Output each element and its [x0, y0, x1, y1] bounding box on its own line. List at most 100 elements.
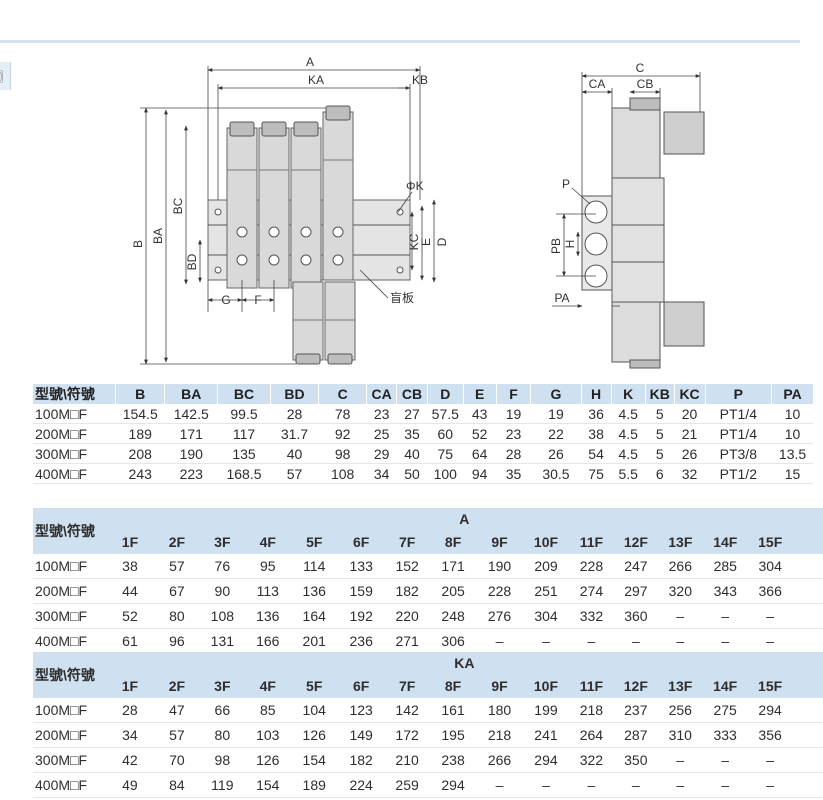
table-cell: 248	[429, 603, 477, 629]
table-cell: 38	[580, 423, 611, 444]
label-h: H	[563, 240, 577, 249]
label-kc: KC	[407, 233, 421, 250]
table-cell: 78	[318, 404, 367, 424]
table-cell: –	[658, 747, 703, 773]
station-header-cell: 11F	[569, 674, 614, 698]
table-cell: PT1/4	[704, 423, 772, 444]
table-cell: 5	[644, 443, 675, 464]
overflow-header-cell	[792, 674, 823, 698]
table-cell: 154	[290, 747, 338, 773]
table-cell: 40	[396, 443, 428, 464]
station-header-cell: 15F	[747, 674, 793, 698]
table-cell: 52	[462, 423, 497, 444]
table-cell: 159	[337, 578, 385, 604]
label-cb: CB	[637, 77, 654, 91]
table-cell: 152	[384, 554, 430, 579]
table-cell: 189	[290, 772, 338, 798]
overflow-cell	[792, 698, 823, 723]
table-cell: 35	[495, 463, 531, 484]
table-cell: 50	[396, 463, 428, 484]
table-cell: 43	[462, 404, 497, 424]
model-cell: 100M□F	[33, 404, 116, 424]
station-header-cell: 6F	[337, 530, 385, 554]
table-cell: 34	[366, 463, 397, 484]
table-cell: 126	[245, 747, 291, 773]
station-header-cell: 4F	[245, 530, 291, 554]
overflow-cell	[792, 628, 823, 654]
table-cell: 5	[644, 423, 675, 444]
table-cell: –	[702, 747, 748, 773]
table-cell: –	[658, 628, 703, 654]
section-tab: 〗	[0, 62, 11, 90]
table-cell: 343	[702, 578, 748, 604]
table-cell: 75	[427, 443, 464, 464]
table-cell: 142.5	[164, 404, 218, 424]
table-cell: 304	[522, 603, 570, 629]
table-cell: 190	[476, 554, 523, 579]
table-cell: 320	[658, 578, 703, 604]
table-cell: 38	[105, 554, 155, 579]
table-cell: –	[476, 772, 523, 798]
table-cell: 26	[530, 443, 582, 464]
table-cell: 136	[245, 603, 291, 629]
table-cell: 4.5	[610, 443, 646, 464]
table-cell: 54	[580, 443, 611, 464]
column-header-cell: BA	[164, 384, 218, 404]
table-cell: 5	[644, 404, 675, 424]
table-cell: 35	[396, 423, 428, 444]
table-cell: 189	[115, 423, 165, 444]
table-cell: PT1/2	[704, 463, 772, 484]
table-cell: 4.5	[610, 423, 646, 444]
station-header-cell: 12F	[613, 674, 659, 698]
station-header-cell: 6F	[337, 674, 385, 698]
table-cell: –	[476, 628, 523, 654]
table-cell: 182	[337, 747, 385, 773]
table-cell: 19	[495, 404, 531, 424]
table-cell: 28	[105, 698, 155, 723]
table-cell: 66	[199, 698, 246, 723]
table-cell: 98	[318, 443, 367, 464]
station-header-cell: 10F	[522, 674, 570, 698]
group-header-cell: A	[105, 508, 823, 530]
label-ka: KA	[308, 73, 324, 87]
table-cell: 113	[245, 578, 291, 604]
label-e: E	[419, 238, 433, 246]
label-b: B	[131, 240, 145, 248]
table-cell: 180	[476, 698, 523, 723]
table-cell: 103	[245, 722, 291, 748]
table-cell: 259	[384, 772, 430, 798]
table-cell: 96	[154, 628, 200, 654]
table-cell: 126	[290, 722, 338, 748]
model-cell: 300M□F	[33, 603, 106, 629]
station-header-cell: 8F	[429, 530, 477, 554]
table-cell: 274	[569, 578, 614, 604]
table-cell: 5.5	[610, 463, 646, 484]
table-cell: 114	[290, 554, 338, 579]
label-blank-plate: 盲板	[390, 290, 414, 305]
table-cell: 332	[569, 603, 614, 629]
station-header-cell: 5F	[290, 530, 338, 554]
table-cell: PT1/4	[704, 404, 772, 424]
table-cell: 108	[318, 463, 367, 484]
station-header-cell: 13F	[658, 530, 703, 554]
table-cell: 57.5	[427, 404, 464, 424]
table-cell: –	[702, 603, 748, 629]
column-header-cell: BC	[217, 384, 271, 404]
table-cell: 192	[337, 603, 385, 629]
table-cell: 271	[384, 628, 430, 654]
table-cell: –	[613, 628, 659, 654]
table-cell: 168.5	[217, 463, 271, 484]
table-cell: 195	[429, 722, 477, 748]
table-cell: 52	[105, 603, 155, 629]
overflow-cell	[792, 722, 823, 748]
table-cell: 218	[569, 698, 614, 723]
table-cell: 201	[290, 628, 338, 654]
